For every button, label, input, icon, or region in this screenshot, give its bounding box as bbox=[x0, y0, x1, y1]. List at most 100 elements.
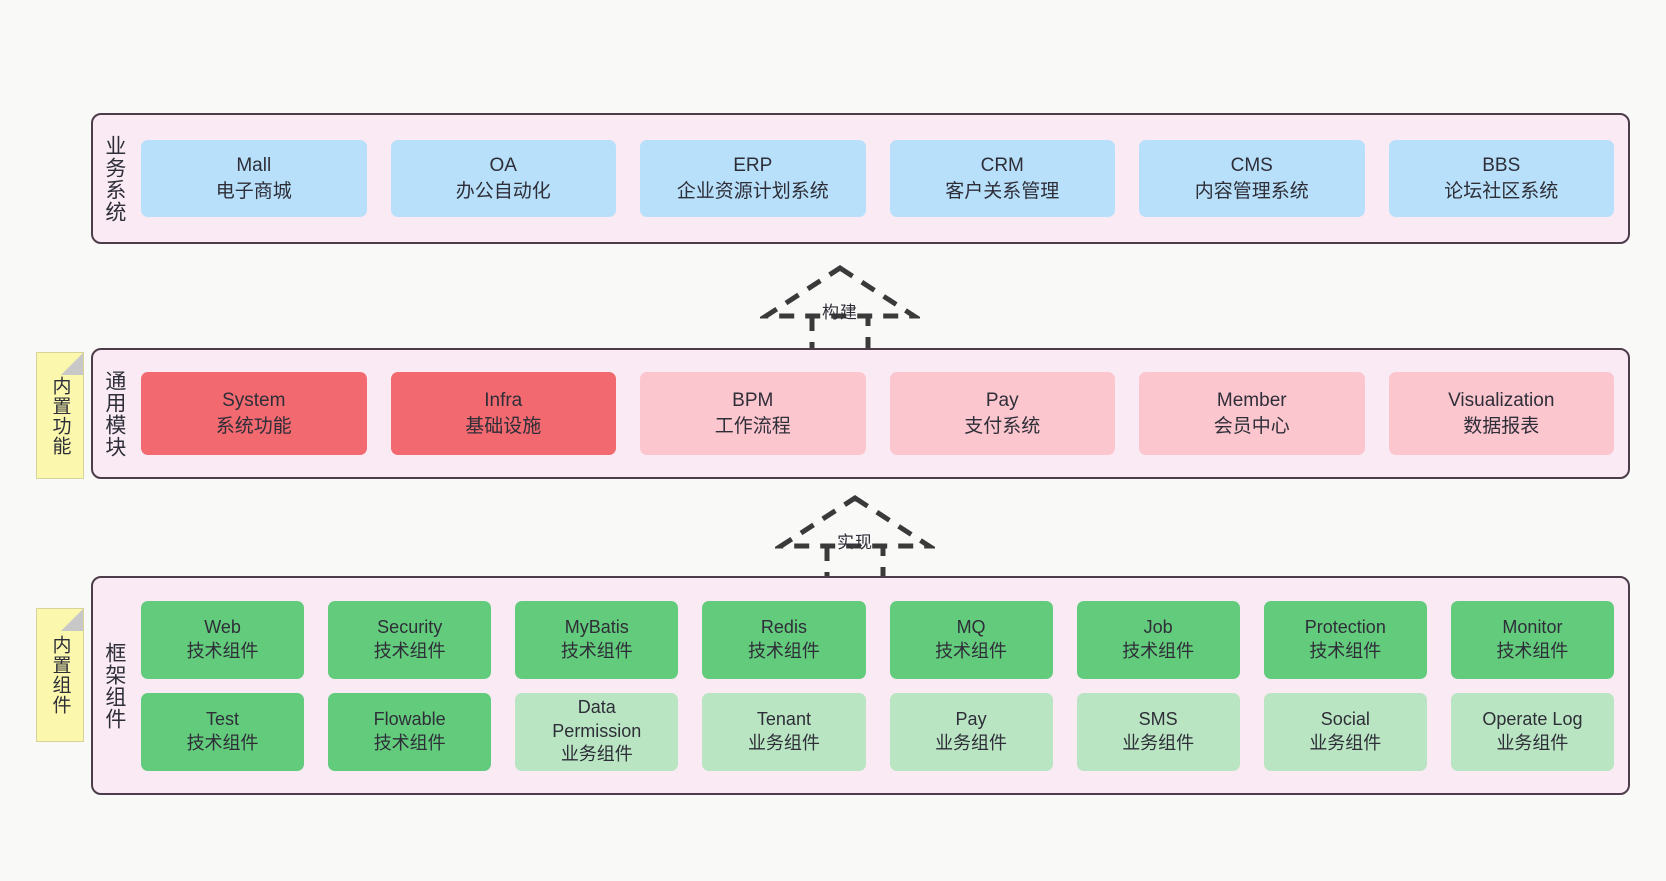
box-infra-cn: 基础设施 bbox=[465, 415, 542, 437]
arrow-implement-icon bbox=[775, 495, 935, 590]
box-mall[interactable]: Mall 电子商城 bbox=[141, 140, 367, 217]
box-redis[interactable]: Redis 技术组件 bbox=[702, 600, 866, 679]
box-job-en: Job bbox=[1143, 616, 1173, 637]
box-social-en: Social bbox=[1320, 708, 1370, 729]
box-protection-en: Protection bbox=[1304, 616, 1386, 637]
layer-business-system: 业务系统 Mall 电子商城 OA 办公自动化 ERP 企业资源计划系统 CRM… bbox=[91, 113, 1630, 244]
box-tenant[interactable]: Tenant 业务组件 bbox=[702, 692, 866, 771]
box-tenant-cn: 业务组件 bbox=[747, 732, 820, 753]
sticky-note-builtin-component-label: 内置组件 bbox=[49, 635, 71, 715]
box-operate-log[interactable]: Operate Log 业务组件 bbox=[1450, 692, 1614, 771]
box-pay-component[interactable]: Pay 业务组件 bbox=[889, 692, 1053, 771]
sticky-note-builtin-function-label: 内置功能 bbox=[49, 375, 71, 456]
box-pay-component-cn: 业务组件 bbox=[935, 732, 1008, 753]
box-flowable-cn: 技术组件 bbox=[373, 732, 446, 753]
box-visualization[interactable]: Visualization 数据报表 bbox=[1388, 372, 1614, 455]
framework-row-business: Test 技术组件 Flowable 技术组件 Data Permission … bbox=[141, 692, 1614, 771]
box-data-permission-en: Data Permission bbox=[552, 696, 642, 741]
box-pay-component-en: Pay bbox=[955, 708, 987, 729]
box-erp-cn: 企业资源计划系统 bbox=[676, 180, 829, 202]
box-pay-module[interactable]: Pay 支付系统 bbox=[889, 372, 1115, 455]
box-redis-en: Redis bbox=[760, 616, 807, 637]
box-erp[interactable]: ERP 企业资源计划系统 bbox=[640, 140, 866, 217]
layer-body-framework-component: Web 技术组件 Security 技术组件 MyBatis 技术组件 Redi… bbox=[135, 578, 1628, 793]
box-cms[interactable]: CMS 内容管理系统 bbox=[1139, 140, 1365, 217]
box-mall-cn: 电子商城 bbox=[215, 180, 292, 202]
box-member-cn: 会员中心 bbox=[1213, 415, 1290, 437]
box-member[interactable]: Member 会员中心 bbox=[1139, 372, 1365, 455]
box-bbs-en: BBS bbox=[1482, 155, 1521, 177]
box-crm-en: CRM bbox=[980, 155, 1024, 177]
box-protection-cn: 技术组件 bbox=[1309, 640, 1382, 661]
box-system-en: System bbox=[222, 390, 286, 412]
box-data-permission-cn: 业务组件 bbox=[560, 744, 633, 765]
arrow-build-label: 构建 bbox=[822, 303, 858, 322]
layer-title-framework-component: 框架组件 bbox=[102, 641, 126, 730]
box-flowable[interactable]: Flowable 技术组件 bbox=[328, 692, 492, 771]
box-monitor-cn: 技术组件 bbox=[1496, 640, 1569, 661]
box-bbs-cn: 论坛社区系统 bbox=[1444, 180, 1559, 202]
box-operate-log-en: Operate Log bbox=[1482, 708, 1583, 729]
box-bbs[interactable]: BBS 论坛社区系统 bbox=[1388, 140, 1614, 217]
box-social-cn: 业务组件 bbox=[1309, 732, 1382, 753]
box-mq-en: MQ bbox=[956, 616, 986, 637]
box-social[interactable]: Social 业务组件 bbox=[1263, 692, 1427, 771]
box-cms-cn: 内容管理系统 bbox=[1194, 180, 1309, 202]
box-monitor-en: Monitor bbox=[1502, 616, 1563, 637]
box-monitor[interactable]: Monitor 技术组件 bbox=[1450, 600, 1614, 679]
layer-body-business-system: Mall 电子商城 OA 办公自动化 ERP 企业资源计划系统 CRM 客户关系… bbox=[135, 115, 1628, 242]
box-sms[interactable]: SMS 业务组件 bbox=[1076, 692, 1240, 771]
box-sms-en: SMS bbox=[1138, 708, 1178, 729]
box-member-en: Member bbox=[1216, 390, 1287, 412]
layer-common-module: 通用模块 System 系统功能 Infra 基础设施 BPM 工作流程 Pay… bbox=[91, 348, 1630, 479]
sticky-note-builtin-function: 内置功能 bbox=[36, 352, 84, 479]
box-system[interactable]: System 系统功能 bbox=[141, 372, 367, 455]
box-web-cn: 技术组件 bbox=[186, 640, 259, 661]
box-test-en: Test bbox=[206, 708, 240, 729]
box-web[interactable]: Web 技术组件 bbox=[141, 600, 305, 679]
box-job[interactable]: Job 技术组件 bbox=[1076, 600, 1240, 679]
box-tenant-en: Tenant bbox=[756, 708, 811, 729]
box-redis-cn: 技术组件 bbox=[747, 640, 820, 661]
box-mybatis[interactable]: MyBatis 技术组件 bbox=[515, 600, 679, 679]
box-pay-module-cn: 支付系统 bbox=[964, 415, 1041, 437]
box-system-cn: 系统功能 bbox=[215, 415, 292, 437]
box-job-cn: 技术组件 bbox=[1122, 640, 1195, 661]
box-mq-cn: 技术组件 bbox=[935, 640, 1008, 661]
framework-row-tech: Web 技术组件 Security 技术组件 MyBatis 技术组件 Redi… bbox=[141, 600, 1614, 679]
arrow-build: 构建 bbox=[760, 262, 920, 360]
box-visualization-en: Visualization bbox=[1448, 390, 1555, 412]
box-web-en: Web bbox=[204, 616, 241, 637]
box-flowable-en: Flowable bbox=[373, 708, 446, 729]
sticky-note-builtin-component: 内置组件 bbox=[36, 608, 84, 742]
box-operate-log-cn: 业务组件 bbox=[1496, 732, 1569, 753]
box-sms-cn: 业务组件 bbox=[1122, 732, 1195, 753]
box-security-en: Security bbox=[377, 616, 443, 637]
box-test-cn: 技术组件 bbox=[186, 732, 259, 753]
box-oa[interactable]: OA 办公自动化 bbox=[390, 140, 616, 217]
box-security[interactable]: Security 技术组件 bbox=[328, 600, 492, 679]
arrow-implement: 实现 bbox=[775, 492, 935, 590]
box-bpm-en: BPM bbox=[732, 390, 774, 412]
arrow-implement-label: 实现 bbox=[837, 533, 873, 552]
layer-title-common-module: 通用模块 bbox=[102, 369, 126, 458]
box-mq[interactable]: MQ 技术组件 bbox=[889, 600, 1053, 679]
box-infra[interactable]: Infra 基础设施 bbox=[390, 372, 616, 455]
box-pay-module-en: Pay bbox=[985, 390, 1019, 412]
box-mall-en: Mall bbox=[236, 155, 272, 177]
box-oa-en: OA bbox=[489, 155, 517, 177]
box-bpm[interactable]: BPM 工作流程 bbox=[640, 372, 866, 455]
box-security-cn: 技术组件 bbox=[373, 640, 446, 661]
box-mybatis-en: MyBatis bbox=[564, 616, 629, 637]
layer-framework-component: 框架组件 Web 技术组件 Security 技术组件 MyBatis 技术组件… bbox=[91, 576, 1630, 795]
box-protection[interactable]: Protection 技术组件 bbox=[1263, 600, 1427, 679]
box-infra-en: Infra bbox=[484, 390, 523, 412]
layer-body-common-module: System 系统功能 Infra 基础设施 BPM 工作流程 Pay 支付系统… bbox=[135, 350, 1628, 477]
arrow-build-icon bbox=[760, 265, 920, 360]
box-mybatis-cn: 技术组件 bbox=[560, 640, 633, 661]
box-test[interactable]: Test 技术组件 bbox=[141, 692, 305, 771]
box-bpm-cn: 工作流程 bbox=[714, 415, 791, 437]
box-cms-en: CMS bbox=[1230, 155, 1273, 177]
box-data-permission[interactable]: Data Permission 业务组件 bbox=[515, 692, 679, 771]
box-crm[interactable]: CRM 客户关系管理 bbox=[889, 140, 1115, 217]
